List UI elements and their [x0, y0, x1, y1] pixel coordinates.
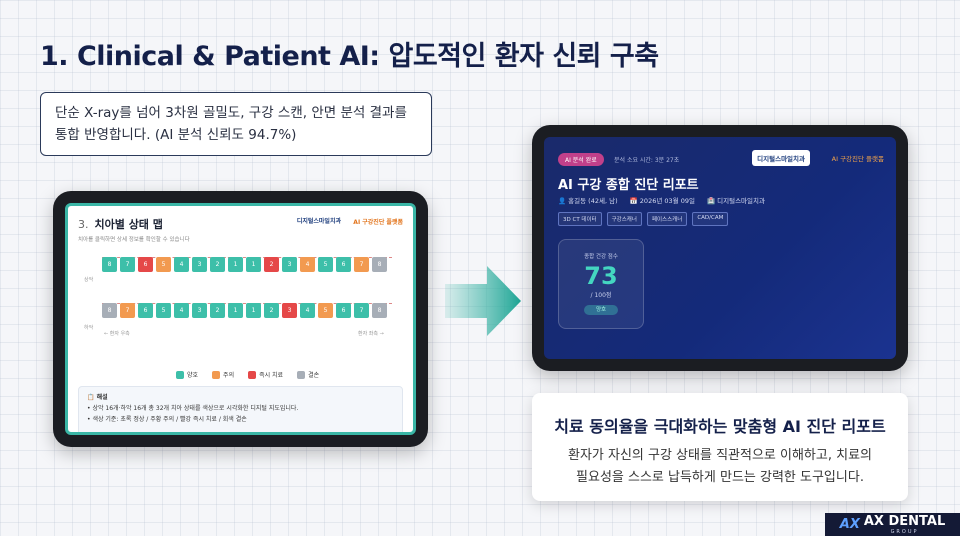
score-badge: 양호: [584, 305, 618, 315]
summary-line-2: 필요성을 스스로 납득하게 만드는 강력한 도구입니다.: [576, 470, 864, 485]
chip-intraoral-scanner: 구강스캐너: [606, 212, 642, 226]
lower-tooth[interactable]: 8: [102, 303, 117, 318]
brand-logo: AX AX DENTAL GROUP: [825, 513, 960, 536]
tablet-tooth-map: 3. 치아별 상태 맵 디지털스마일치과 AI 구강진단 플랫폼 치아를 클릭하면…: [53, 191, 428, 447]
upper-tooth[interactable]: 5: [318, 257, 333, 272]
clinic-name: 🏥 디지털스마일치과: [706, 197, 765, 205]
lower-tooth[interactable]: 5: [156, 303, 171, 318]
upper-tooth[interactable]: 6: [336, 257, 351, 272]
summary-body: 환자가 자신의 구강 상태를 직관적으로 이해하고, 치료의 필요성을 스스로 …: [532, 445, 908, 489]
score-label: 종합 건강 점수: [584, 254, 618, 260]
legend-good: 양호: [176, 370, 198, 379]
platform-tagline: AI 구강진단 플랫폼: [353, 219, 403, 226]
brand-mark-icon: AX: [839, 517, 860, 532]
callout-box: 단순 X-ray를 넘어 3차원 골밀도, 구강 스캔, 안면 분석 결과를 통…: [40, 92, 432, 156]
upper-tooth[interactable]: 7: [354, 257, 369, 272]
lower-tooth[interactable]: 6: [138, 303, 153, 318]
upper-tooth[interactable]: 2: [264, 257, 279, 272]
notes-line-2: • 색상 기준: 초록 정상 / 주황 주의 / 빨강 즉시 치료 / 회색 결…: [87, 416, 247, 423]
chip-face-scanner: 페이스스캐너: [646, 212, 688, 226]
lower-label: 하악: [84, 325, 94, 331]
notes-panel: 📋 해설 • 상악 16개·하악 16개 총 32개 치아 상태를 색상으로 시…: [78, 386, 403, 432]
upper-tooth[interactable]: 8: [372, 257, 387, 272]
summary-line-1: 환자가 자신의 구강 상태를 직관적으로 이해하고, 치료의: [567, 448, 872, 463]
patient-left-hint: 환자 좌측 →: [358, 331, 384, 337]
upper-tooth[interactable]: 6: [138, 257, 153, 272]
report-screen: AI 분석 완료 분석 소요 시간: 3분 27초 디지털스마일치과 AI 구강…: [544, 137, 896, 359]
upper-tooth[interactable]: 7: [120, 257, 135, 272]
lower-tooth[interactable]: 7: [354, 303, 369, 318]
slide-title: 1. Clinical & Patient AI: 압도적인 환자 신뢰 구축: [40, 41, 659, 72]
tooth-map-screen: 3. 치아별 상태 맵 디지털스마일치과 AI 구강진단 플랫폼 치아를 클릭하면…: [65, 203, 416, 435]
analysis-time: 분석 소요 시간: 3분 27초: [614, 157, 680, 164]
tablet-report: AI 분석 완료 분석 소요 시간: 3분 27초 디지털스마일치과 AI 구강…: [532, 125, 908, 371]
chip-cadcam: CAD/CAM: [692, 212, 729, 226]
upper-tooth[interactable]: 5: [156, 257, 171, 272]
upper-tooth[interactable]: 2: [210, 257, 225, 272]
health-score-card: 종합 건강 점수 73 / 100점 양호: [558, 239, 644, 329]
lower-tooth[interactable]: 2: [210, 303, 225, 318]
summary-card: 치료 동의율을 극대화하는 맞춤형 AI 진단 리포트 환자가 자신의 구강 상…: [532, 393, 908, 501]
brand-sub: GROUP: [890, 529, 919, 535]
lower-tooth[interactable]: 8: [372, 303, 387, 318]
lower-tooth[interactable]: 2: [264, 303, 279, 318]
score-out-of: / 100점: [590, 292, 612, 299]
lower-tooth[interactable]: 1: [228, 303, 243, 318]
lower-tooth[interactable]: 7: [120, 303, 135, 318]
lower-tooth[interactable]: 3: [192, 303, 207, 318]
upper-tooth[interactable]: 4: [300, 257, 315, 272]
calendar-icon: 📅: [629, 197, 638, 205]
upper-label: 상악: [84, 277, 94, 283]
tooth-map-subtitle: 치아를 클릭하면 상세 정보를 확인할 수 있습니다: [78, 237, 190, 243]
lower-tooth[interactable]: 1: [246, 303, 261, 318]
notes-line-1: • 상악 16개·하악 16개 총 32개 치아 상태를 색상으로 시각화한 디…: [87, 405, 299, 412]
chip-ct: 3D CT 데이터: [558, 212, 602, 226]
tooth-map-header: 3. 치아별 상태 맵: [78, 216, 163, 232]
data-source-chips: 3D CT 데이터 구강스캐너 페이스스캐너 CAD/CAM: [558, 212, 729, 226]
platform-tagline: AI 구강진단 플랫폼: [831, 155, 884, 163]
legend-caution: 주의: [212, 370, 234, 379]
report-date: 📅 2026년 03월 09일: [629, 197, 695, 205]
lower-tooth[interactable]: 4: [300, 303, 315, 318]
lower-tooth[interactable]: 3: [282, 303, 297, 318]
lower-tooth[interactable]: 4: [174, 303, 189, 318]
summary-title: 치료 동의율을 극대화하는 맞춤형 AI 진단 리포트: [554, 417, 886, 436]
section-number: 3.: [78, 218, 89, 231]
upper-tooth[interactable]: 3: [192, 257, 207, 272]
clinic-logo: 디지털스마일치과: [296, 218, 341, 225]
report-meta: 👤 홍길동 (42세, 남) 📅 2026년 03월 09일 🏥 디지털스마일치…: [558, 195, 765, 205]
upper-tooth[interactable]: 4: [174, 257, 189, 272]
analysis-complete-badge: AI 분석 완료: [558, 153, 604, 166]
brand-name: AX DENTAL: [863, 514, 946, 529]
notes-title: 📋 해설: [87, 394, 108, 401]
lower-tooth[interactable]: 6: [336, 303, 351, 318]
upper-tooth[interactable]: 1: [228, 257, 243, 272]
arrow-right-icon: [445, 266, 521, 336]
patient-info: 👤 홍길동 (42세, 남): [558, 197, 618, 205]
upper-tooth[interactable]: 3: [282, 257, 297, 272]
legend-missing: 결손: [297, 370, 319, 379]
legend-urgent: 즉시 치료: [248, 370, 283, 379]
lower-tooth[interactable]: 5: [318, 303, 333, 318]
status-legend: 양호 주의 즉시 치료 결손: [176, 370, 319, 379]
score-value: 73: [584, 262, 618, 290]
report-title: AI 구강 종합 진단 리포트: [558, 178, 699, 193]
clinic-logo: 디지털스마일치과: [752, 150, 810, 166]
patient-right-hint: ← 환자 우측: [104, 331, 130, 337]
upper-tooth[interactable]: 8: [102, 257, 117, 272]
tooth-map-title: 치아별 상태 맵: [94, 218, 163, 231]
person-icon: 👤: [558, 197, 567, 205]
hospital-icon: 🏥: [706, 197, 716, 205]
upper-tooth[interactable]: 1: [246, 257, 261, 272]
